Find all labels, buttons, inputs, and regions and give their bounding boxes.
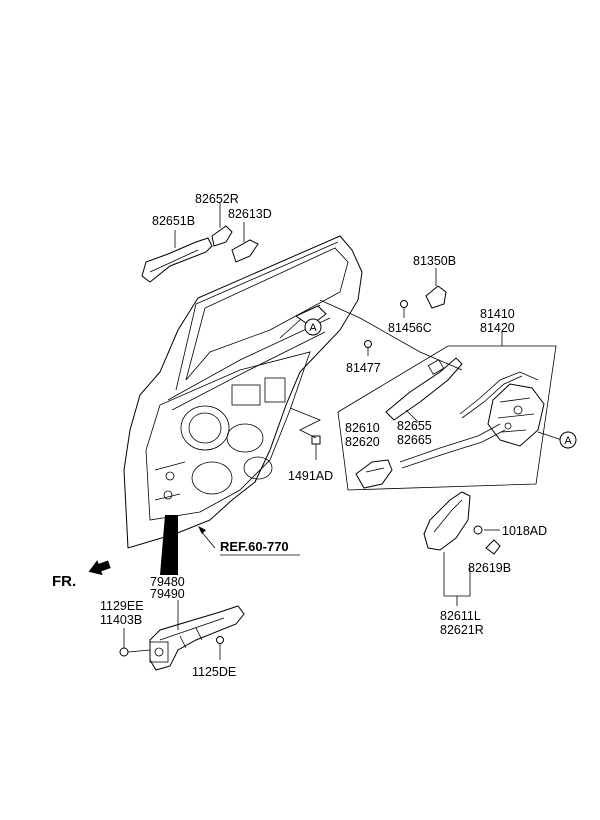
label-1125DE: 1125DE [192,665,236,679]
label-81456C: 81456C [388,321,432,335]
handle-rod-82655 [385,357,463,421]
label-82655: 82655 [397,419,432,433]
latch-group-frame [337,345,557,491]
label-81477: 81477 [346,361,381,375]
screw-81477 [364,340,372,356]
bracket-81350B [425,285,447,309]
label-81410: 81410 [480,307,515,321]
svg-text:A: A [564,435,572,447]
clip-1491AD [311,435,321,460]
label-82610: 82610 [345,421,380,435]
label-1491AD: 1491AD [288,469,333,483]
label-82620: 82620 [345,435,380,449]
inside-handle [355,459,393,489]
handle-cover-82652R [211,225,233,247]
screw-81456C [400,300,408,318]
marker-a-upper: A [304,318,322,336]
ref-arrow [198,526,216,549]
label-82665: 82665 [397,433,432,447]
handle-cap-82613D [231,239,259,263]
label-81350B: 81350B [413,254,456,268]
label-1129EE: 1129EE [100,599,144,613]
label-fr: FR. [52,573,76,590]
label-1018AD: 1018AD [502,524,547,538]
upper-rod-assy [279,299,463,371]
label-11403B: 11403B [100,613,142,627]
label-81420: 81420 [480,321,515,335]
label-82613D: 82613D [228,207,272,221]
label-82619B: 82619B [468,561,511,575]
label-82621R: 82621R [440,623,484,637]
cap-82619B [485,539,501,555]
marker-a-lower: A [559,431,577,449]
door-panel [123,235,363,549]
door-check-callout [160,515,178,575]
screw-1018AD [473,525,500,535]
door-check [149,605,245,671]
latch-actuator [487,383,545,447]
bolt-11403B [119,628,151,657]
label-79480: 79480 [150,575,185,589]
label-ref: REF.60-770 [220,539,289,554]
label-82651B: 82651B [152,214,195,228]
fr-arrow-icon [88,560,111,576]
outside-handle [141,237,213,283]
label-79490: 79490 [150,587,185,601]
label-82611L: 82611L [440,609,481,623]
label-82652R: 82652R [195,192,239,206]
bolt-1125DE [216,636,224,660]
inner-handle-bezel [423,491,471,551]
svg-text:A: A [309,322,317,334]
